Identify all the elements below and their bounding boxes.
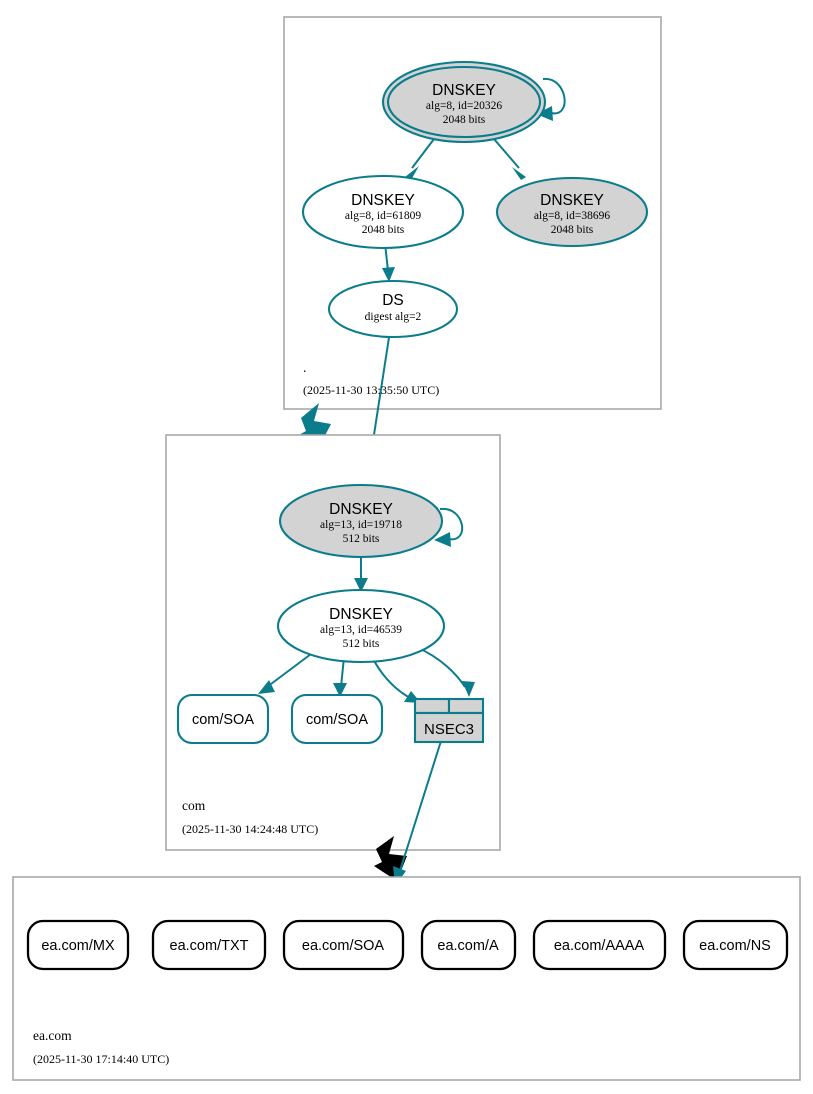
zone-eacom[interactable]: ea.com/MX ea.com/TXT ea.com/SOA ea.com/A… <box>12 876 801 1081</box>
node-keysize: 2048 bits <box>362 224 405 236</box>
node-keysize: 2048 bits <box>443 114 486 126</box>
rrset-label: ea.com/MX <box>41 938 115 954</box>
node-keysize: 512 bits <box>343 638 380 650</box>
node-dnskey-com-ksk-19718[interactable]: DNSKEY alg=13, id=19718 512 bits <box>278 483 444 559</box>
edge-root-ksk-to-key38696 <box>493 138 526 180</box>
node-ellipse <box>327 279 459 339</box>
edge-root-ksk-to-zsk61809 <box>405 138 435 180</box>
edge-com-ksk-self-loop <box>434 507 464 547</box>
zone-eacom-border <box>12 876 801 1081</box>
node-rrset-ea-mx[interactable]: ea.com/MX <box>26 919 130 971</box>
zone-root[interactable]: DNSKEY alg=8, id=20326 2048 bits DNSKEY … <box>283 16 662 494</box>
rrset-box <box>290 693 384 745</box>
node-dnskey-root-zsk-61809[interactable]: DNSKEY alg=8, id=61809 2048 bits <box>301 174 465 250</box>
node-rrset-ea-txt[interactable]: ea.com/TXT <box>151 919 267 971</box>
node-ellipse <box>278 483 444 559</box>
node-title: DS <box>382 292 404 309</box>
nsec3-header-cell-left <box>413 697 451 715</box>
node-digest: digest alg=2 <box>365 311 422 323</box>
nsec3-header-cell-right <box>447 697 485 715</box>
zone-root-name: . <box>303 360 306 375</box>
node-nsec3-com[interactable]: NSEC3 <box>413 697 485 744</box>
node-title: DNSKEY <box>540 192 604 209</box>
zone-eacom-timestamp: (2025-11-30 17:14:40 UTC) <box>33 1052 169 1066</box>
node-keyinfo: alg=8, id=61809 <box>345 210 421 222</box>
node-title: DNSKEY <box>351 192 415 209</box>
rrset-label: ea.com/SOA <box>302 938 385 954</box>
node-ds-root[interactable]: DS digest alg=2 <box>327 279 459 339</box>
node-dnskey-root-ksk-20326[interactable]: DNSKEY alg=8, id=20326 2048 bits <box>381 60 547 144</box>
node-ellipse <box>276 588 446 664</box>
rrset-box <box>282 919 405 971</box>
node-inner-ellipse <box>386 65 542 139</box>
node-keyinfo: alg=8, id=38696 <box>534 210 610 222</box>
edge-root-ksk-self-loop <box>536 77 566 121</box>
zone-com-timestamp: (2025-11-30 14:24:48 UTC) <box>182 822 318 836</box>
rrset-box <box>532 919 667 971</box>
node-keysize: 512 bits <box>343 533 380 545</box>
rrset-box <box>151 919 267 971</box>
node-keyinfo: alg=13, id=19718 <box>320 519 402 531</box>
rrset-label: com/SOA <box>192 712 254 728</box>
rrset-label: ea.com/NS <box>699 938 771 954</box>
node-dnskey-com-zsk-46539[interactable]: DNSKEY alg=13, id=46539 512 bits <box>276 588 446 664</box>
rrset-label: com/SOA <box>306 712 368 728</box>
node-title: DNSKEY <box>432 82 496 99</box>
rrset-box <box>26 919 130 971</box>
rrset-box <box>682 919 789 971</box>
node-rrset-ea-a[interactable]: ea.com/A <box>420 919 517 971</box>
rrset-label: ea.com/A <box>437 938 499 954</box>
rrset-box <box>420 919 517 971</box>
node-rrset-ea-soa[interactable]: ea.com/SOA <box>282 919 405 971</box>
node-ellipse <box>495 176 649 248</box>
node-dnskey-root-key-38696[interactable]: DNSKEY alg=8, id=38696 2048 bits <box>495 176 649 248</box>
zone-root-timestamp: (2025-11-30 13:35:50 UTC) <box>303 383 439 397</box>
node-rrset-ea-ns[interactable]: ea.com/NS <box>682 919 789 971</box>
rrset-label: ea.com/AAAA <box>554 938 645 954</box>
edge-com-zsk-to-soa1 <box>258 653 312 694</box>
rrset-box <box>176 693 270 745</box>
zone-com[interactable]: DNSKEY alg=13, id=19718 512 bits DNSKEY … <box>165 434 501 886</box>
nsec3-label: NSEC3 <box>424 721 474 738</box>
node-rrset-com-soa-1[interactable]: com/SOA <box>176 693 270 745</box>
zone-com-name: com <box>182 798 206 813</box>
node-title: DNSKEY <box>329 606 393 623</box>
node-keysize: 2048 bits <box>551 224 594 236</box>
node-ellipse <box>301 174 465 250</box>
edge-com-ksk-to-zsk <box>354 555 368 592</box>
zone-eacom-name: ea.com <box>33 1028 72 1043</box>
node-title: DNSKEY <box>329 501 393 518</box>
node-rrset-com-soa-2[interactable]: com/SOA <box>290 693 384 745</box>
rrset-label: ea.com/TXT <box>170 938 249 954</box>
node-rrset-ea-aaaa[interactable]: ea.com/AAAA <box>532 919 667 971</box>
node-keyinfo: alg=8, id=20326 <box>426 100 502 112</box>
nsec3-body-cell <box>413 711 485 744</box>
node-keyinfo: alg=13, id=46539 <box>320 624 402 636</box>
